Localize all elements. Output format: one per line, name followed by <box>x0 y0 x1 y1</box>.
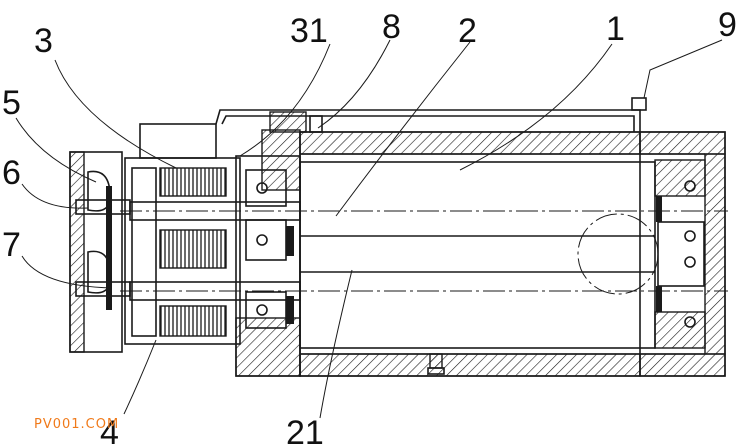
left-flange <box>235 111 307 377</box>
coil-section <box>124 123 241 345</box>
watermark: PV001.COM <box>34 417 119 432</box>
label-2: 2 <box>458 12 477 50</box>
cooling-pipe <box>215 97 647 133</box>
leader-lines <box>15 39 723 419</box>
label-4: 4 <box>100 414 119 448</box>
rotor-drum <box>299 161 659 349</box>
left-bearings <box>245 169 294 329</box>
main-housing <box>299 131 726 377</box>
label-5: 5 <box>2 84 21 122</box>
shafts <box>120 201 728 301</box>
label-9: 9 <box>718 6 737 44</box>
label-21: 21 <box>286 414 324 448</box>
right-bearings <box>654 159 706 349</box>
fan-end-cap <box>69 151 131 353</box>
label-6: 6 <box>2 154 21 192</box>
label-1: 1 <box>606 10 625 48</box>
label-3: 3 <box>34 22 53 60</box>
label-7: 7 <box>2 226 21 264</box>
label-31: 31 <box>290 12 328 50</box>
label-8: 8 <box>382 8 401 46</box>
